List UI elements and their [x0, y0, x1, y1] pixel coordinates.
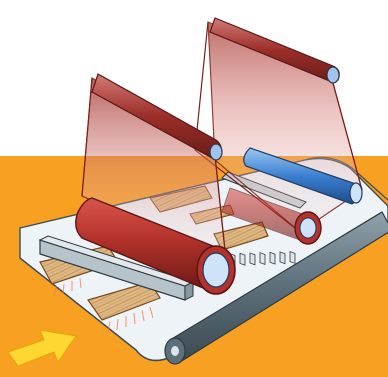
- conveyor-diagram: [0, 0, 388, 377]
- diagram-canvas: [0, 0, 388, 377]
